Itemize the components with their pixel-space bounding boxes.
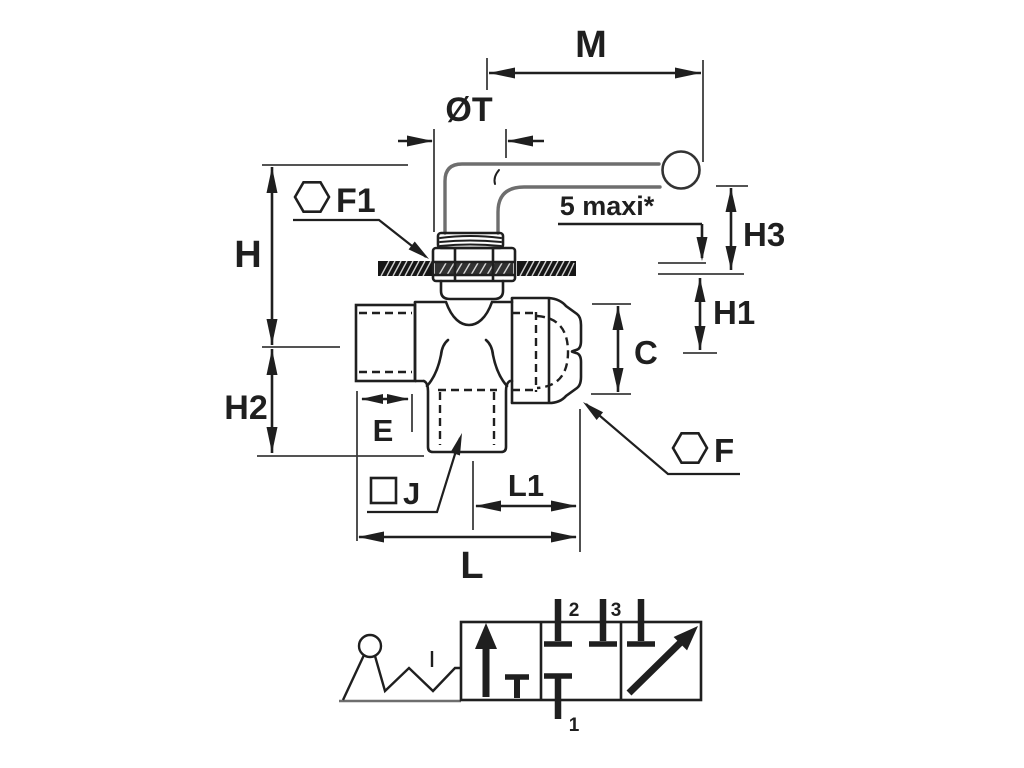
symbol-frame [459,620,703,702]
callout-j: J [367,433,462,514]
label-j: J [403,476,420,511]
valve-body [413,298,514,454]
hex-f-icon [671,431,709,465]
dimension-l: L [358,531,577,587]
handle [443,150,701,235]
stem-bell [439,279,505,301]
callout-f: F [583,402,740,476]
label-f: F [714,432,734,469]
hex-f1-icon [293,181,331,213]
square-section-icon [369,476,398,505]
dimension-ot: ØT [398,91,544,147]
dimension-panel-note: 5 maxi* [558,191,708,261]
dimension-h2: H2 [224,349,278,453]
flow-arrow-diagonal [626,640,683,696]
label-h2: H2 [224,389,267,427]
dimension-h3: H3 [725,188,785,270]
square-section [422,379,514,454]
spring-zigzag-icon [373,655,461,694]
valve-drawing [354,150,701,454]
dimension-l1: L1 [475,468,577,512]
panel-hatch-center [435,262,513,276]
symbol-box-1 [475,623,529,698]
valve-symbol-boxes [459,620,703,702]
label-panel-note: 5 maxi* [560,191,655,221]
label-e: E [373,413,394,448]
pneumatic-symbol: 2 3 1 [339,599,703,736]
port-label-1: 1 [569,715,580,736]
dimension-h1: H1 [694,278,755,350]
dimension-c: C [612,306,658,392]
panel-nut [431,246,517,283]
symbol-box-3 [626,599,698,696]
symbol-box-2: 2 3 1 [544,599,621,736]
label-m: M [575,24,607,66]
label-h3: H3 [743,216,785,253]
callout-f1: F1 [293,181,429,259]
label-ot: ØT [445,91,492,129]
dimension-e: E [361,394,409,448]
label-f1: F1 [336,182,376,220]
label-l1: L1 [508,468,544,503]
lever-actuator-icon [341,633,461,701]
dimensions: M ØT 5 maxi* H3 H1 [224,24,785,587]
panel-hatch-right [517,260,576,277]
label-c: C [634,334,658,371]
ball-knob [661,150,701,190]
extension-lines [257,58,748,552]
female-port [510,296,583,405]
dimension-h: H [234,167,278,345]
gland-rings [436,231,505,250]
male-port [354,303,417,383]
label-l: L [460,545,483,587]
dimension-m: M [489,24,701,79]
label-h1: H1 [713,294,755,331]
label-h: H [234,234,261,276]
port-label-3: 3 [611,600,622,621]
port-label-2: 2 [569,600,580,621]
panel-hatch-left [378,260,433,277]
